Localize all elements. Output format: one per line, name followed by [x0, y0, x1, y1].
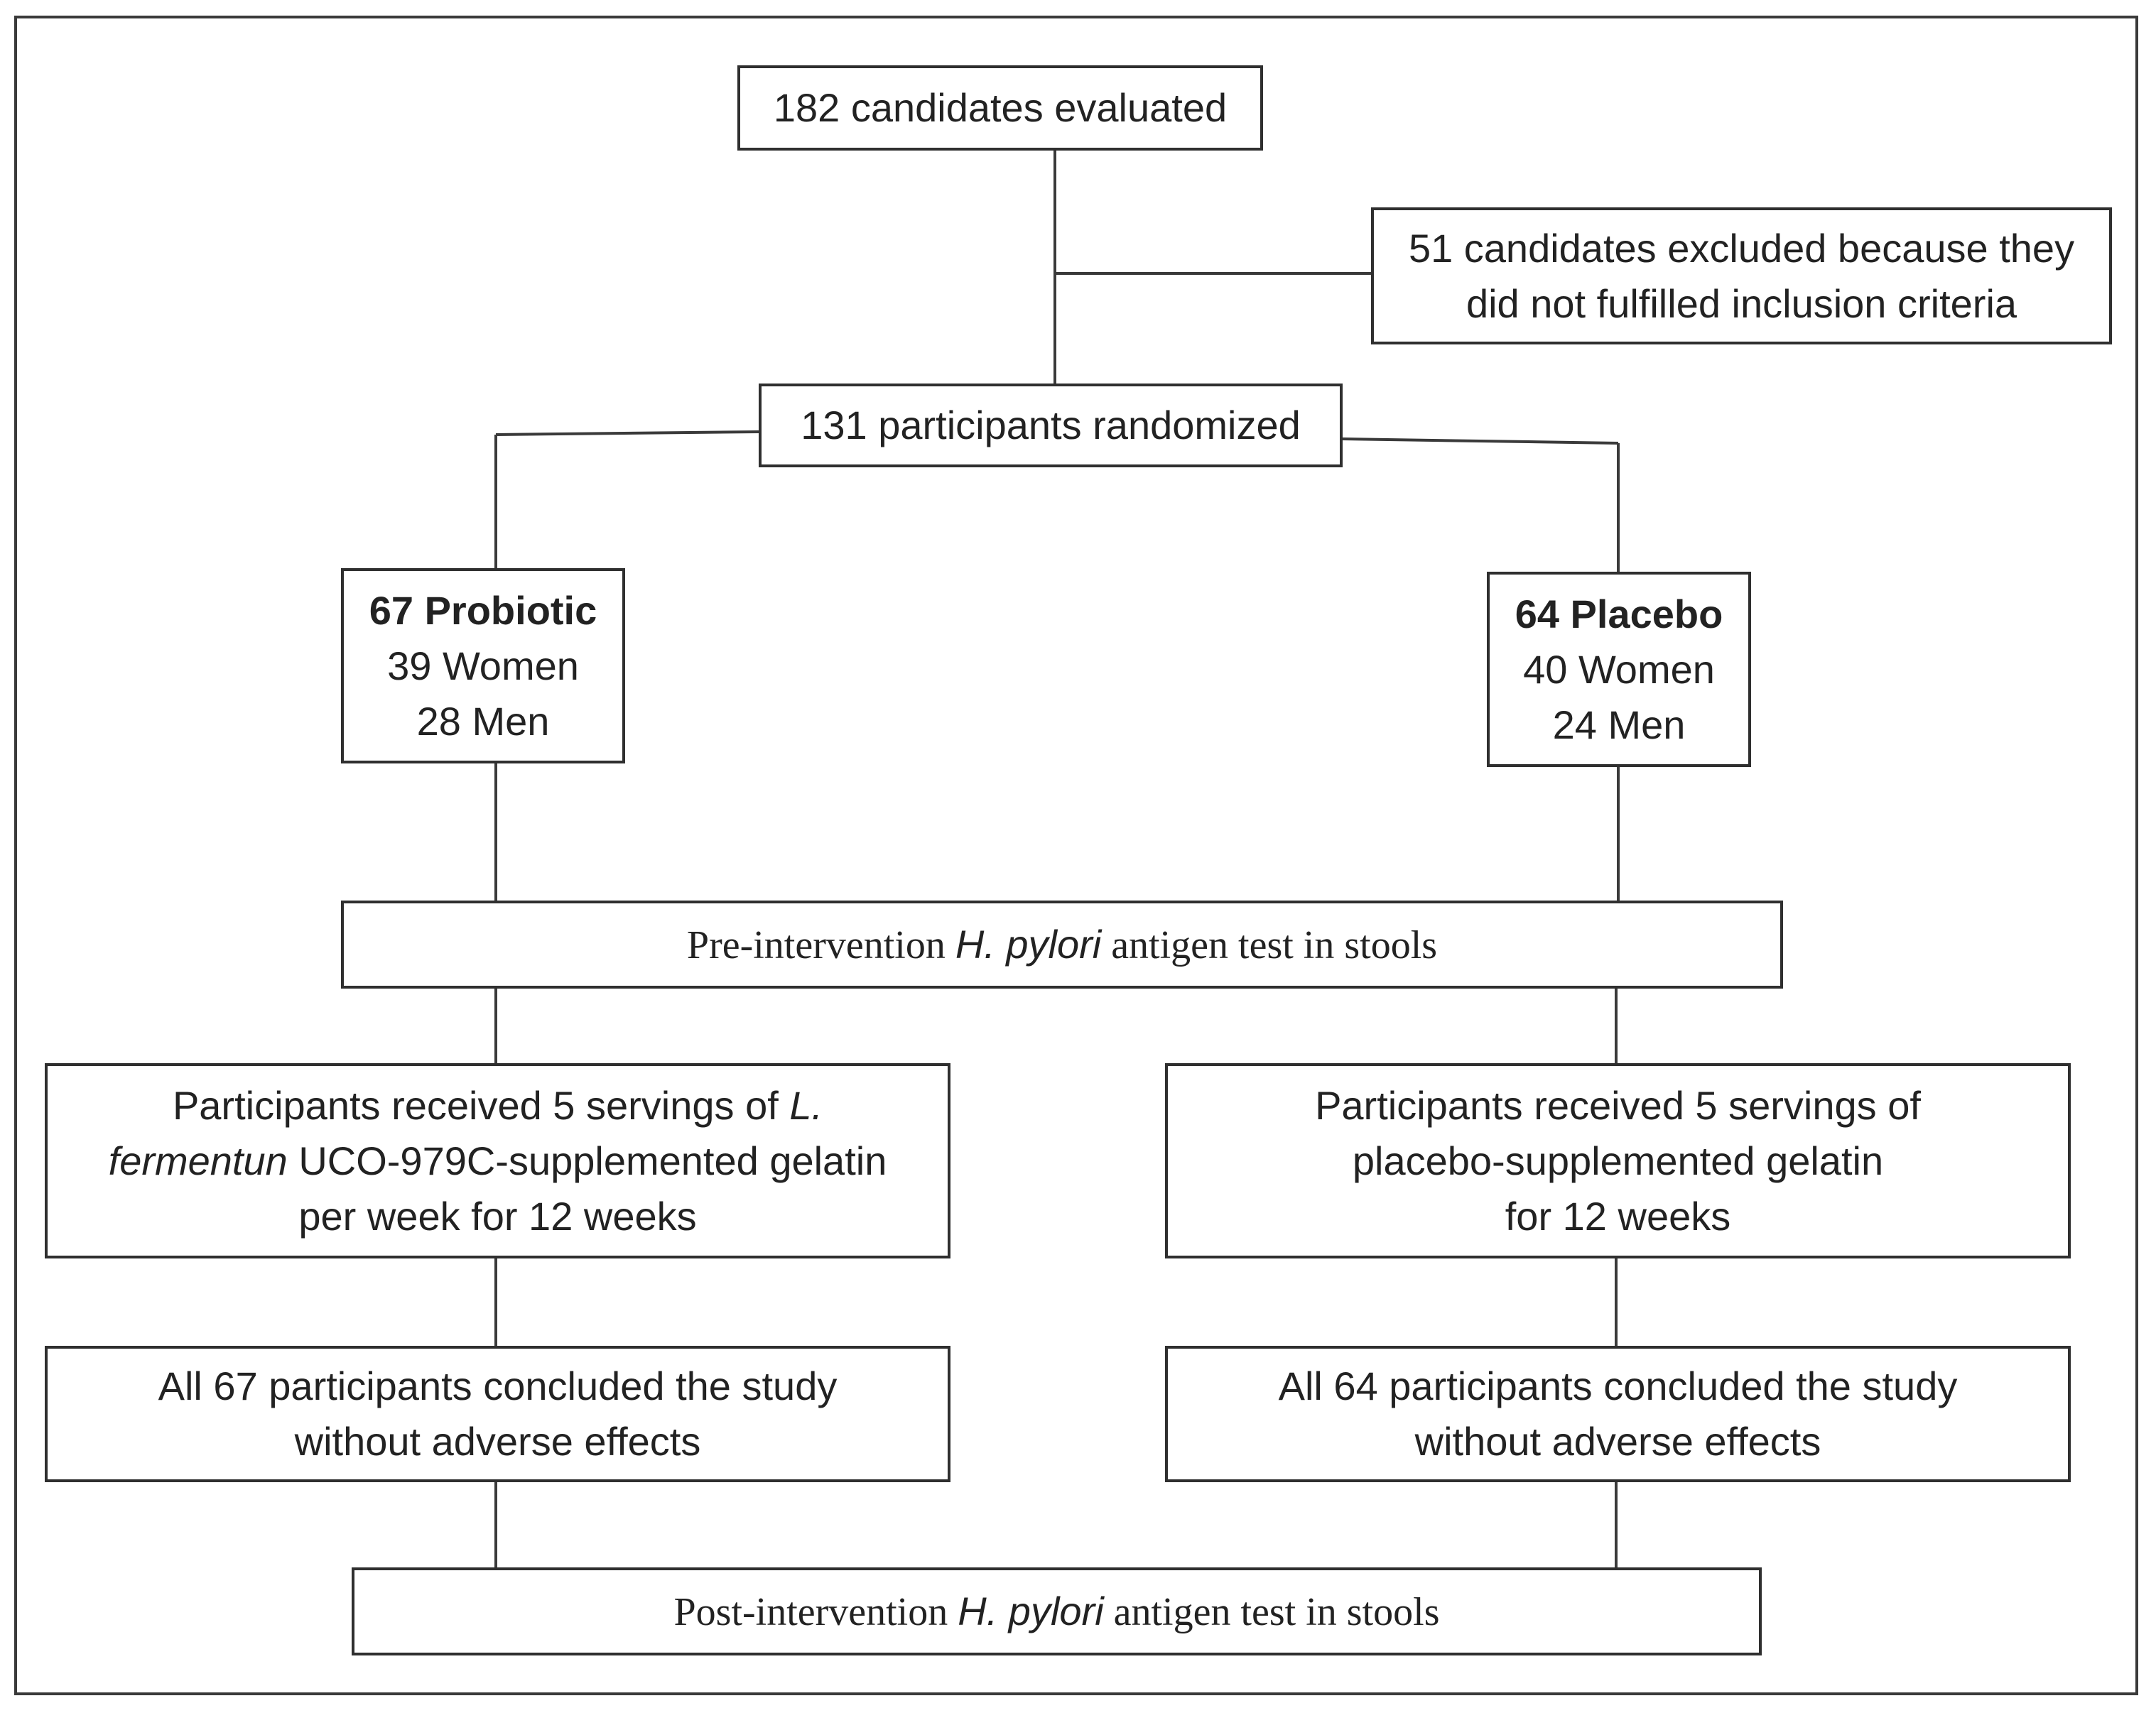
- placebo-intervention-line3: for 12 weeks: [1505, 1193, 1731, 1239]
- placebo-men: 24 Men: [1552, 702, 1686, 747]
- evaluated-box: 182 candidates evaluated: [737, 65, 1263, 151]
- probiotic-group-box: 67 Probiotic 39 Women 28 Men: [341, 568, 625, 763]
- pre-intervention-suffix: antigen test in stools: [1101, 923, 1438, 967]
- post-intervention-box: Post-intervention H. pylori antigen test…: [352, 1567, 1762, 1655]
- placebo-women: 40 Women: [1523, 646, 1715, 692]
- post-intervention-prefix: Post-intervention: [673, 1589, 958, 1634]
- probiotic-intervention-line1: Participants received 5 servings of L.: [173, 1078, 823, 1133]
- placebo-concluded-box: All 64 participants concluded the study …: [1165, 1346, 2071, 1482]
- post-intervention-text: Post-intervention H. pylori antigen test…: [674, 1584, 1440, 1640]
- pre-intervention-prefix: Pre-intervention: [686, 923, 955, 967]
- probiotic-concluded-line1: All 67 participants concluded the study: [158, 1364, 838, 1408]
- excluded-text-line1: 51 candidates excluded because they: [1408, 225, 2075, 271]
- post-intervention-suffix: antigen test in stools: [1103, 1589, 1440, 1634]
- excluded-text-line2: did not fulfilled inclusion criteria: [1466, 281, 2017, 326]
- probiotic-concluded-box: All 67 participants concluded the study …: [45, 1346, 950, 1482]
- probiotic-men: 28 Men: [416, 698, 550, 744]
- placebo-intervention-line2: placebo-supplemented gelatin: [1352, 1138, 1884, 1183]
- connector-randomized-right: [1342, 437, 1619, 445]
- placebo-concluded-line2: without adverse effects: [1414, 1419, 1821, 1464]
- pre-intervention-box: Pre-intervention H. pylori antigen test …: [341, 901, 1783, 989]
- randomized-box: 131 participants randomized: [759, 384, 1343, 467]
- probiotic-intervention-species: fermentun: [108, 1138, 288, 1183]
- placebo-concluded-line1: All 64 participants concluded the study: [1278, 1364, 1958, 1408]
- probiotic-intervention-box: Participants received 5 servings of L. f…: [45, 1063, 950, 1258]
- probiotic-intervention-line2-text: UCO-979C-supplemented gelatin: [287, 1138, 887, 1183]
- randomized-text: 131 participants randomized: [801, 403, 1301, 447]
- probiotic-intervention-genus: L.: [789, 1082, 823, 1128]
- probiotic-intervention-line3: per week for 12 weeks: [298, 1193, 697, 1239]
- connector-randomized-left: [495, 430, 759, 436]
- probiotic-intervention-line2: fermentun UCO-979C-supplemented gelatin: [109, 1133, 887, 1189]
- probiotic-title: 67 Probiotic: [369, 587, 597, 633]
- pre-intervention-organism: H. pylori: [955, 921, 1102, 967]
- pre-intervention-text: Pre-intervention H. pylori antigen test …: [687, 917, 1437, 973]
- post-intervention-organism: H. pylori: [958, 1588, 1104, 1633]
- diagram-frame: [14, 16, 2138, 1695]
- placebo-title: 64 Placebo: [1515, 591, 1723, 636]
- evaluated-text: 182 candidates evaluated: [773, 85, 1228, 130]
- placebo-intervention-line1: Participants received 5 servings of: [1315, 1082, 1921, 1128]
- placebo-group-box: 64 Placebo 40 Women 24 Men: [1487, 572, 1751, 767]
- placebo-intervention-box: Participants received 5 servings of plac…: [1165, 1063, 2071, 1258]
- probiotic-intervention-line1-text: Participants received 5 servings of: [172, 1082, 790, 1128]
- probiotic-women: 39 Women: [387, 643, 579, 688]
- probiotic-concluded-line2: without adverse effects: [294, 1419, 701, 1464]
- excluded-box: 51 candidates excluded because they did …: [1371, 207, 2112, 344]
